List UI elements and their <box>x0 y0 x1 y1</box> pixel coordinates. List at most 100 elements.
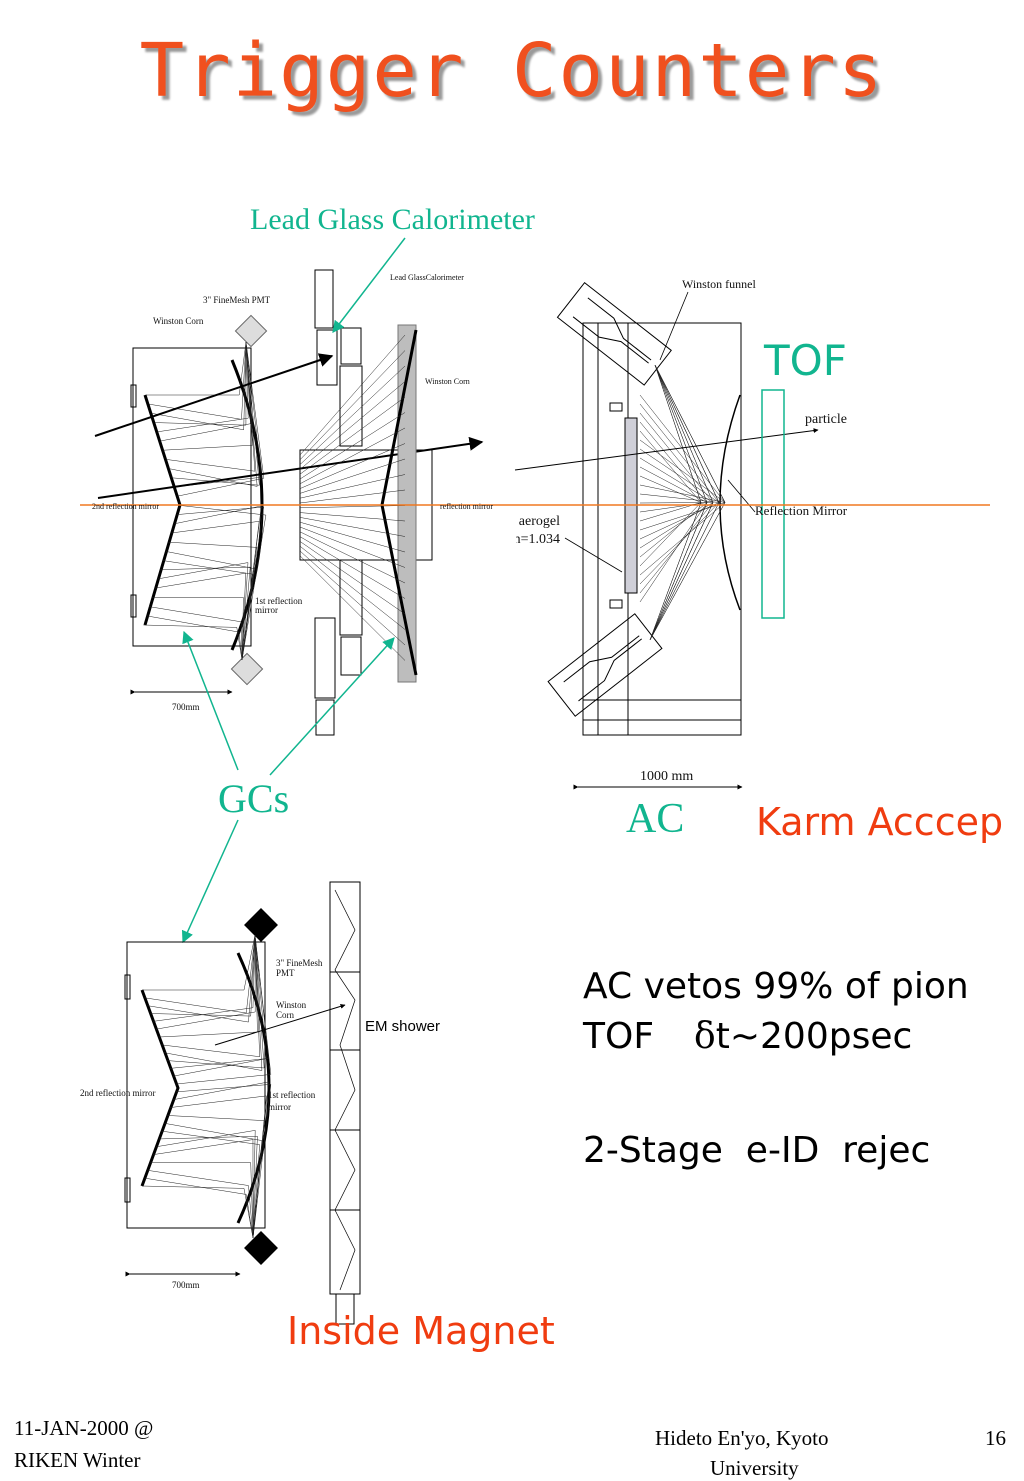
light-ray <box>152 341 247 431</box>
light-ray <box>299 555 406 661</box>
light-ray <box>141 1185 254 1239</box>
light-ray <box>639 502 714 641</box>
light-ray <box>639 364 714 504</box>
finemesh-pmt-bottom-label-1: 3" FineMesh <box>276 958 323 968</box>
light-ray <box>153 1139 254 1239</box>
light-ray <box>299 427 406 485</box>
light-ray <box>639 502 702 641</box>
light-ray <box>167 934 265 1069</box>
gcs-pointer-2 <box>269 637 395 776</box>
first-reflection-bottom-label: 1st reflection <box>268 1090 316 1100</box>
light-ray <box>299 334 406 456</box>
winston-funnel-label: Winston funnel <box>682 277 756 291</box>
ac-label: AC <box>626 796 685 842</box>
light-ray <box>143 624 243 661</box>
first-reflection-bottom-label-2: mirror <box>268 1102 291 1112</box>
lead-glass-drawing <box>299 269 433 736</box>
dimension-700-bottom: 700mm <box>172 1280 200 1290</box>
second-reflection-mirror-bottom-label: 2nd reflection mirror <box>80 1088 156 1098</box>
inside-magnet-label: Inside Magnet <box>287 1309 555 1353</box>
light-ray <box>299 521 406 553</box>
light-ray <box>639 502 708 641</box>
light-ray <box>299 550 406 646</box>
light-ray <box>160 341 251 442</box>
gcs-pointer-3 <box>181 819 239 944</box>
finemesh-pmt-label: 3" FineMesh PMT <box>203 295 271 305</box>
note-tof-prefix: TOF <box>583 1016 655 1057</box>
light-ray <box>639 364 726 503</box>
light-ray <box>163 341 253 451</box>
light-ray <box>168 341 258 487</box>
light-ray <box>299 474 406 499</box>
light-ray <box>144 1177 254 1239</box>
gc-bottom-drawing <box>124 881 361 1325</box>
light-ray <box>154 572 247 661</box>
light-ray <box>299 458 406 494</box>
light-ray <box>154 341 247 426</box>
light-ray <box>639 364 714 503</box>
delta-symbol: δ <box>694 1016 716 1057</box>
light-ray <box>147 934 256 1023</box>
light-ray <box>639 502 708 641</box>
light-ray <box>299 541 406 615</box>
winston-corn-label: Winston Corn <box>153 316 204 326</box>
light-ray <box>299 350 406 460</box>
light-ray <box>158 934 258 1038</box>
light-ray <box>149 606 243 661</box>
em-shower-label: EM shower <box>365 1018 441 1035</box>
second-reflection-mirror-label: 2nd reflection mirror <box>92 502 160 511</box>
light-ray <box>161 934 260 1057</box>
footer-author: Hideto En'yo, Kyoto <box>655 1426 829 1450</box>
light-ray <box>155 934 256 1030</box>
light-ray <box>146 615 243 661</box>
footer-affiliation: University <box>710 1456 799 1480</box>
light-ray <box>172 1081 269 1239</box>
light-ray <box>299 526 406 568</box>
light-ray <box>179 505 267 661</box>
finemesh-pmt-bottom-label-2: PMT <box>276 968 295 978</box>
light-ray <box>299 489 406 504</box>
light-ray <box>639 364 726 503</box>
particle-track-2 <box>97 436 484 499</box>
light-ray <box>175 934 272 1085</box>
light-ray <box>299 531 406 584</box>
aerogel-index-label: n=1.034 <box>516 532 560 547</box>
light-ray <box>299 396 406 475</box>
light-ray <box>163 560 253 661</box>
dimension-700-top: 700mm <box>172 702 200 712</box>
particle-label: particle <box>805 412 847 427</box>
tof-counter <box>761 389 785 619</box>
footer-date: 11-JAN-2000 @ <box>14 1416 154 1440</box>
light-ray <box>157 341 249 433</box>
light-ray <box>299 536 406 599</box>
tof-label: TOF <box>764 336 847 385</box>
light-ray <box>299 505 406 509</box>
light-ray <box>147 1170 254 1239</box>
winston-corn-bottom-label-2: Corn <box>276 1010 294 1020</box>
reflection-mirror-label: reflection mirror <box>440 502 494 511</box>
light-ray <box>169 1095 267 1239</box>
light-ray <box>165 551 255 661</box>
light-ray <box>639 502 702 641</box>
light-ray <box>160 566 251 661</box>
footer-event: RIKEN Winter <box>14 1448 141 1472</box>
light-ray <box>299 412 406 480</box>
winston-corn-right-label: Winston Corn <box>425 377 470 386</box>
lead-glass-calorimeter-label: Lead Glass Calorimeter <box>250 203 535 236</box>
light-ray <box>639 502 720 641</box>
first-reflection-label: 1st reflection <box>255 596 303 606</box>
light-ray <box>150 1162 254 1239</box>
karm-acceptance-label: Karm Acccep <box>756 800 1004 844</box>
light-ray <box>171 341 260 486</box>
slide-title: Trigger Counters <box>139 28 885 114</box>
winston-corn-bottom-label-1: Winston <box>276 1000 307 1010</box>
reflection-mirror-ac-label: Reflection Mirror <box>755 503 848 518</box>
light-ray <box>142 934 256 991</box>
light-ray <box>639 502 726 641</box>
light-ray <box>144 934 256 1014</box>
light-ray <box>299 512 406 522</box>
light-ray <box>639 501 714 641</box>
light-ray <box>169 934 267 1069</box>
light-ray <box>157 562 249 661</box>
